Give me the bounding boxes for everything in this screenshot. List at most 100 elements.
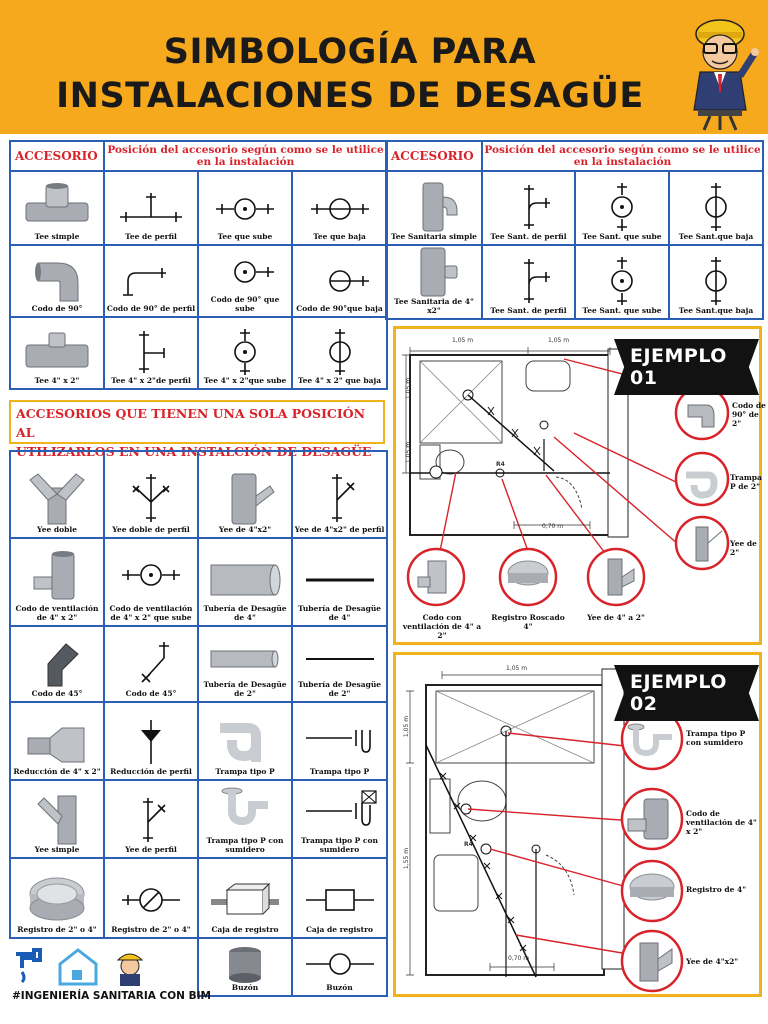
header-posicion-2: Posición del accesorio según como se le … bbox=[480, 140, 765, 172]
table-accesorios-una-posicion: Yee doble Yee doble de perfil Yee de 4"x… bbox=[9, 450, 388, 997]
label-codo-90-sube: Codo de 90° que sube bbox=[210, 295, 280, 313]
cell-tuberia-4: Tubería de Desagüe de 4" bbox=[197, 537, 293, 627]
table-accesorios-2: ACCESORIO Posición del accesorio según c… bbox=[385, 140, 765, 320]
tee-sant-perfil-2-symbol-icon bbox=[523, 258, 550, 303]
cell-codo-90-baja: Codo de 90°que baja bbox=[290, 244, 389, 318]
caja-registro-icon bbox=[211, 882, 279, 914]
label-tuberia-2: Tubería de Desagüe de 2" bbox=[203, 680, 287, 698]
cell-caja-registro: Caja de registro bbox=[197, 857, 293, 939]
label-caja-registro-symbol: Caja de registro bbox=[305, 924, 374, 934]
yee-4x2-icon bbox=[231, 473, 275, 524]
label-tee-4x2-perfil: Tee 4" x 2"de perfil bbox=[111, 375, 191, 385]
cell-tee-sanitaria-simple: Tee Sanitaria simple bbox=[385, 170, 483, 246]
ej1-dim-bottom: 0,70 m bbox=[542, 523, 564, 530]
footer-brand-text: #INGENIERÍA SANITARIA CON BIM bbox=[12, 990, 211, 1002]
cell-codo-45: Codo de 45° bbox=[9, 625, 105, 703]
yee-perfil-symbol-icon bbox=[143, 797, 166, 842]
cell-codo-90-perfil: Codo de 90° de perfil bbox=[103, 244, 199, 318]
label-tee-sant-perfil: Tee Sant. de perfil bbox=[490, 231, 567, 241]
cell-buzon-symbol: Buzón bbox=[291, 937, 388, 997]
label-tee-baja: Tee que baja bbox=[313, 231, 366, 241]
label-tee-4x2: Tee 4" x 2" bbox=[34, 375, 80, 385]
ej1-registro-tag: R4 bbox=[496, 461, 505, 468]
cell-tuberia-4-symbol: Tubería de Desagüe de 4" bbox=[291, 537, 388, 627]
ej1-dim-top-right: 1,05 m bbox=[548, 337, 570, 344]
ej1-dim-left-top: 1,05 m bbox=[405, 377, 413, 400]
label-trampa-sumidero-symbol: Trampa tipo P con sumidero bbox=[301, 836, 378, 854]
tee-sube-symbol-icon bbox=[216, 197, 274, 220]
label-yee-4x2-perfil: Yee de 4"x2" de perfil bbox=[294, 524, 385, 534]
yee-4x2-perfil-symbol-icon bbox=[331, 473, 355, 522]
cell-tee-4x2: Tee 4" x 2" bbox=[9, 316, 105, 390]
cell-trampa-p-symbol: Trampa tipo P bbox=[291, 701, 388, 781]
label-trampa-p-symbol: Trampa tipo P bbox=[309, 766, 370, 776]
banner-line-1: ACCESORIOS QUE TIENEN UNA SOLA POSICIÓN … bbox=[16, 406, 366, 440]
cell-tuberia-2-symbol: Tubería de Desagüe de 2" bbox=[291, 625, 388, 703]
cell-tee-4x2-sube: Tee 4" x 2"que sube bbox=[197, 316, 293, 390]
ej2-dim-top: 1,05 m bbox=[506, 665, 528, 672]
label-buzon-symbol: Buzón bbox=[326, 982, 353, 992]
label-codo-ventilacion: Codo de ventilación de 4" x 2" bbox=[15, 604, 99, 622]
label-buzon: Buzón bbox=[231, 982, 259, 992]
yee-doble-icon bbox=[29, 472, 85, 524]
label-yee-perfil: Yee de perfil bbox=[125, 844, 177, 854]
ej2-dim-left-top: 1,05 m bbox=[403, 715, 411, 738]
tee-sanitaria-icon bbox=[422, 182, 458, 231]
registro-icon bbox=[29, 877, 85, 920]
label-tee-sant-sube-2: Tee Sant. que sube bbox=[582, 305, 662, 315]
trampa-p-icon bbox=[220, 722, 261, 762]
tee-4x2-sube-symbol-icon bbox=[234, 328, 256, 375]
cell-codo-ventilacion-sube: Codo de ventilación de 4" x 2" que sube bbox=[103, 537, 199, 627]
ej2-label-registro-4: Registro de 4" bbox=[686, 885, 747, 894]
label-codo-ventilacion-sube: Codo de ventilación de 4" x 2" que sube bbox=[109, 604, 193, 622]
codo-90-sube-symbol-icon bbox=[234, 261, 274, 283]
label-yee-doble: Yee doble bbox=[37, 524, 77, 534]
label-tee-4x2-sube: Tee 4" x 2"que sube bbox=[203, 375, 287, 385]
cell-tee-baja: Tee que baja bbox=[290, 170, 389, 246]
ej1-dim-top-left: 1,05 m bbox=[452, 337, 474, 344]
registro-symbol-icon bbox=[122, 887, 180, 912]
label-tuberia-2-symbol: Tubería de Desagüe de 2" bbox=[297, 680, 382, 698]
ej1-label-codo-ventilacion: Codo con ventilación de 4" a 2" bbox=[402, 613, 482, 640]
buzon-icon bbox=[229, 946, 261, 983]
cell-tuberia-2: Tubería de Desagüe de 2" bbox=[197, 625, 293, 703]
caja-registro-symbol-icon bbox=[305, 888, 374, 911]
label-tee-sant-baja-2: Tee Sant.que baja bbox=[678, 305, 754, 315]
ej2-label-yee-4x2: Yee de 4"x2" bbox=[686, 957, 739, 966]
tee-4x2-icon bbox=[25, 332, 89, 367]
ejemplo-01-panel: EJEMPLO 01 1,05 m 1,05 m 1,05 m 1,05 m 0… bbox=[393, 326, 766, 645]
codo-ventilacion-icon bbox=[33, 551, 75, 600]
label-caja-registro: Caja de registro bbox=[211, 924, 279, 934]
header-banner: SIMBOLOGÍA PARA INSTALACIONES DE DESAGÜE bbox=[0, 0, 768, 134]
cell-tee-sant-sube-2: Tee Sant. que sube bbox=[574, 244, 670, 320]
label-tee-sant-perfil-2: Tee Sant. de perfil bbox=[490, 305, 567, 315]
tuberia-4-icon bbox=[210, 564, 281, 596]
cell-tee-sant-sube: Tee Sant. que sube bbox=[574, 170, 670, 246]
cell-codo-45-symbol: Codo de 45° bbox=[103, 625, 199, 703]
label-tee-sant-baja: Tee Sant.que baja bbox=[678, 231, 754, 241]
label-tee-sanitaria-simple: Tee Sanitaria simple bbox=[391, 231, 477, 241]
label-tuberia-4: Tubería de Desagüe de 4" bbox=[203, 604, 287, 622]
reduccion-perfil-symbol-icon bbox=[141, 719, 161, 764]
cell-reduccion-perfil: Reducción de perfil bbox=[103, 701, 199, 781]
cell-caja-registro-symbol: Caja de registro bbox=[291, 857, 388, 939]
tuberia-2-symbol-icon bbox=[305, 658, 374, 660]
codo-90-perfil-symbol-icon bbox=[123, 267, 166, 296]
section-banner: ACCESORIOS QUE TIENEN UNA SOLA POSICIÓN … bbox=[9, 400, 385, 459]
cell-tee-4x2-perfil: Tee 4" x 2"de perfil bbox=[103, 316, 199, 390]
ej1-label-yee-4a2: Yee de 4" a 2" bbox=[587, 613, 645, 622]
trampa-sumidero-icon bbox=[221, 787, 268, 826]
header-accesorio: ACCESORIO bbox=[9, 140, 105, 172]
label-codo-90-perfil: Codo de 90° de perfil bbox=[106, 303, 196, 313]
ej2-dim-bottom: 0,70 m bbox=[508, 955, 530, 962]
table-accesorios-1: ACCESORIO Posición del accesorio según c… bbox=[9, 140, 389, 390]
header-posicion: Posición del accesorio según como se le … bbox=[102, 140, 389, 172]
cell-codo-90-sube: Codo de 90° que sube bbox=[197, 244, 293, 318]
tee-baja-symbol-icon bbox=[310, 197, 369, 220]
ej1-label-registro-roscado: Registro Roscado 4" bbox=[491, 613, 565, 631]
cell-tee-simple: Tee simple bbox=[9, 170, 105, 246]
tee-sant-sube-2-symbol-icon bbox=[611, 256, 633, 305]
label-yee-simple: Yee simple bbox=[34, 844, 80, 854]
cell-yee-perfil: Yee de perfil bbox=[103, 779, 199, 859]
